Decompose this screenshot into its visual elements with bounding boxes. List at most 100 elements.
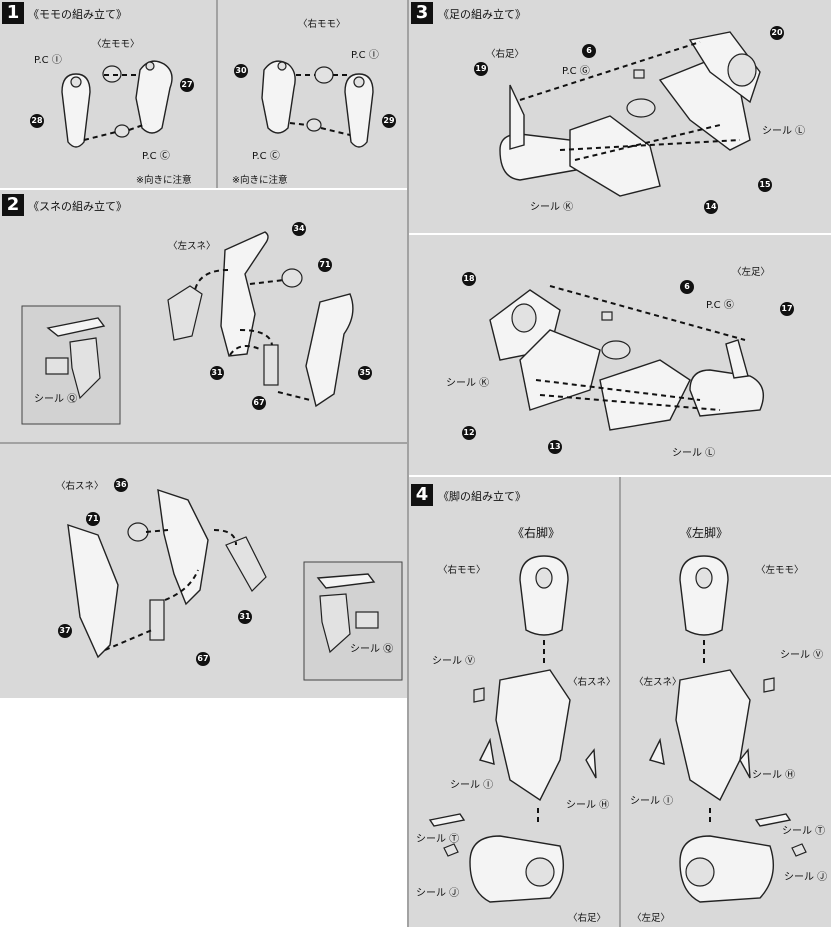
step1-right-note: ※向きに注意 — [232, 175, 288, 186]
step3-left-foot-label: 〈左足〉 — [732, 267, 771, 278]
step3-pc-g-lower-label: P.C Ⓖ — [706, 300, 734, 311]
right-shin-part-36 — [157, 488, 209, 606]
step4-seal-i-left-label: シール Ⓘ — [630, 796, 674, 807]
part-31-left-badge: 31 — [210, 366, 224, 380]
part-17-badge: 17 — [780, 302, 794, 316]
step3-seal-k-upper-label: シール Ⓚ — [530, 202, 574, 213]
pc-i-left — [102, 65, 122, 83]
step2-seal-q-left-label: シール Ⓠ — [34, 394, 78, 405]
step4-seal-t-right-label: シール Ⓣ — [416, 834, 460, 845]
step1-right-panel — [218, 0, 407, 188]
part-30-badge: 30 — [234, 64, 248, 78]
step2-right-shin-label: 〈右スネ〉 — [56, 481, 104, 492]
step4-seal-v-right-label: シール Ⓥ — [432, 656, 476, 667]
left-shin-part-34 — [220, 231, 269, 357]
step3-seal-l-lower-label: シール Ⓛ — [672, 448, 716, 459]
part-6-lower-badge: 6 — [680, 280, 694, 294]
part-27-badge: 27 — [180, 78, 194, 92]
part-37-badge: 37 — [58, 624, 72, 638]
right-shin-part-31b — [225, 536, 267, 592]
step3-right-foot-label: 〈右足〉 — [486, 49, 525, 60]
step4-seal-v-left-label: シール Ⓥ — [780, 650, 824, 661]
step3-number: 3 — [411, 2, 433, 24]
part-71-right-badge: 71 — [86, 512, 100, 526]
step4-seal-h-left-label: シール Ⓗ — [752, 770, 796, 781]
step1-pc-c-right-label: P.C Ⓒ — [252, 151, 280, 162]
part-6-left — [601, 311, 613, 321]
pc-c-right — [306, 118, 322, 132]
step2-title: 《スネの組み立て》 — [28, 200, 127, 213]
step4-left-foot-label: 〈左足〉 — [632, 913, 671, 924]
right-shin-part-37 — [67, 523, 119, 659]
left-thigh-part-28 — [61, 73, 91, 148]
step1-number: 1 — [2, 2, 24, 24]
step2-seal-q-right-label: シール Ⓠ — [350, 644, 394, 655]
left-foot-part-12 — [519, 329, 601, 411]
step1-right-thigh-label: 〈右モモ〉 — [298, 19, 346, 30]
part-12-badge: 12 — [462, 426, 476, 440]
part-28-left-badge: 28 — [30, 114, 44, 128]
left-foot-part-13 — [599, 359, 691, 431]
left-shin-part-71 — [281, 268, 303, 288]
step4-right-leg-heading: 《右脚》 — [512, 526, 561, 540]
part-13-badge: 13 — [548, 440, 562, 454]
right-thigh-part-29 — [344, 73, 374, 148]
step1-left-note: ※向きに注意 — [136, 175, 192, 186]
part-36-badge: 36 — [114, 478, 128, 492]
step4-left-shin-label: 〈左スネ〉 — [634, 677, 682, 688]
step1-pc-c-left-label: P.C Ⓒ — [142, 151, 170, 162]
step2-number: 2 — [2, 194, 24, 216]
pc-c-left — [114, 124, 130, 138]
part-35-badge: 35 — [358, 366, 372, 380]
step4-number: 4 — [411, 484, 433, 506]
pc-g-left — [601, 340, 631, 360]
right-thigh-part-30 — [261, 60, 296, 134]
left-leg-thigh — [679, 555, 729, 636]
step2-left-shin-label: 〈左スネ〉 — [168, 241, 216, 252]
step4-left-leg-heading: 《左脚》 — [680, 526, 729, 540]
part-20-badge: 20 — [770, 26, 784, 40]
step3-seal-k-lower-label: シール Ⓚ — [446, 378, 490, 389]
step4-seal-j-left-label: シール Ⓙ — [784, 872, 828, 883]
step1-pc-i-left-label: P.C Ⓘ — [34, 55, 62, 66]
step4-right-thigh-label: 〈右モモ〉 — [438, 565, 486, 576]
step3-title: 《足の組み立て》 — [438, 8, 526, 21]
left-shin-part-31 — [167, 285, 203, 341]
left-leg-shin — [675, 669, 751, 802]
left-thigh-part-27 — [135, 60, 173, 134]
step4-right-foot-label: 〈右足〉 — [568, 913, 607, 924]
step1-left-panel — [0, 0, 216, 188]
part-6-upper-badge: 6 — [582, 44, 596, 58]
step3-seal-l-upper-label: シール Ⓛ — [762, 126, 806, 137]
part-67-left-badge: 67 — [252, 396, 266, 410]
right-leg-shin — [495, 669, 571, 802]
right-shin-part-71 — [127, 522, 149, 542]
step3-pc-g-upper-label: P.C Ⓖ — [562, 66, 590, 77]
step1-left-thigh-label: 〈左モモ〉 — [92, 39, 140, 50]
part-14-badge: 14 — [704, 200, 718, 214]
pc-i-right — [314, 66, 334, 84]
step4-seal-j-right-label: シール Ⓙ — [416, 888, 460, 899]
right-foot-part-19b — [509, 84, 525, 150]
step4-seal-h-right-label: シール Ⓗ — [566, 800, 610, 811]
step4-seal-i-right-label: シール Ⓘ — [450, 780, 494, 791]
step4-right-shin-label: 〈右スネ〉 — [568, 677, 616, 688]
part-15-badge: 15 — [758, 178, 772, 192]
left-shin-part-35 — [305, 293, 354, 408]
left-shin-part-67 — [263, 344, 279, 386]
right-leg-thigh — [519, 555, 569, 636]
pc-g-right — [626, 98, 656, 118]
right-shin-part-67 — [149, 599, 165, 641]
step4-left-thigh-label: 〈左モモ〉 — [756, 565, 804, 576]
left-foot-part-17 — [689, 369, 764, 417]
part-29-badge: 29 — [382, 114, 396, 128]
step1-title: 《モモの組み立て》 — [28, 8, 127, 21]
part-71-left-badge: 71 — [318, 258, 332, 272]
step1-pc-i-right-label: P.C Ⓘ — [351, 50, 379, 61]
part-19-badge: 19 — [474, 62, 488, 76]
part-18-badge: 18 — [462, 272, 476, 286]
step4-title: 《脚の組み立て》 — [438, 490, 526, 503]
part-34-badge: 34 — [292, 222, 306, 236]
right-foot-part-14 — [569, 115, 661, 197]
